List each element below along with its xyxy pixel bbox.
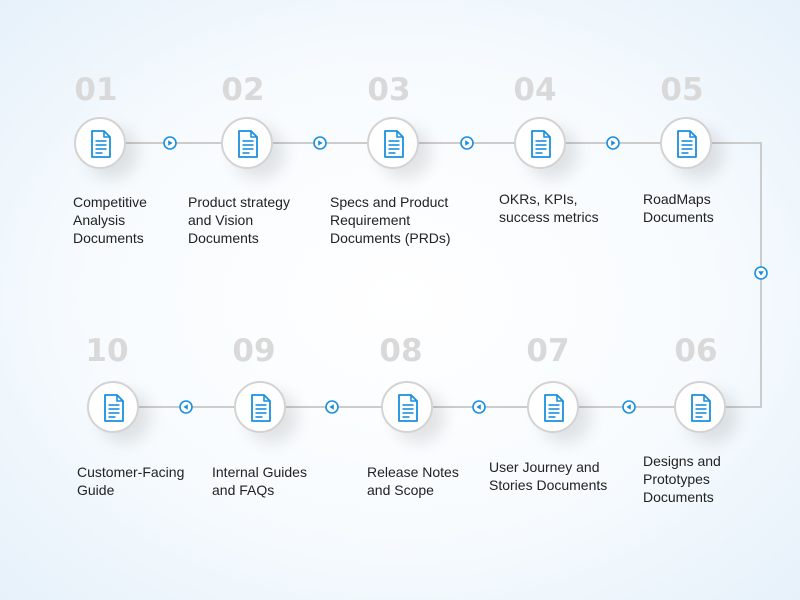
step-node [74,117,126,169]
step-node [221,117,273,169]
step-number: 06 [674,333,718,369]
step-label: OKRs, KPIs, success metrics [499,190,599,226]
step-number: 04 [513,72,557,108]
arrow-down-icon [754,266,768,280]
step-label-line: and Scope [367,482,434,498]
step-number: 08 [379,333,423,369]
step-label: Internal Guides and FAQs [212,463,307,499]
step-label-line: Documents [73,230,144,246]
step-node [527,381,579,433]
step-label-line: Designs and [643,453,721,469]
step-node [514,117,566,169]
step-label-line: and FAQs [212,482,275,498]
step-node [381,381,433,433]
step-label-line: Specs and Product [330,194,449,210]
arrow-left-icon [472,400,486,414]
step-label-line: Internal Guides [212,464,307,480]
step-label-line: success metrics [499,209,599,225]
step-label-line: Requirement [330,212,411,228]
step-number: 03 [367,72,411,108]
step-label-line: Prototypes [643,471,710,487]
step-label-line: RoadMaps [643,191,711,207]
step-label-line: OKRs, KPIs, [499,191,578,207]
step-node [87,381,139,433]
step-number: 01 [74,72,118,108]
step-number: 02 [221,72,265,108]
step-label: Release Notes and Scope [367,463,459,499]
step-number: 05 [660,72,704,108]
step-label-line: and Vision [188,212,254,228]
step-number: 10 [85,333,129,369]
step-number: 07 [526,333,570,369]
step-node [367,117,419,169]
step-label-line: Stories Documents [489,477,608,493]
step-label-line: User Journey and [489,459,600,475]
step-label-line: Documents (PRDs) [330,230,451,246]
step-label-line: Competitive [73,194,147,210]
step-label-line: Documents [188,230,259,246]
step-node [660,117,712,169]
step-label-line: Documents [643,489,714,505]
arrow-left-icon [622,400,636,414]
arrow-right-icon [313,136,327,150]
step-label-line: Release Notes [367,464,459,480]
step-node [674,381,726,433]
step-node [234,381,286,433]
arrow-right-icon [163,136,177,150]
arrow-right-icon [606,136,620,150]
arrow-left-icon [179,400,193,414]
arrow-left-icon [325,400,339,414]
step-label-line: Documents [643,209,714,225]
step-number: 09 [232,333,276,369]
step-label-line: Guide [77,482,115,498]
step-label-line: Analysis [73,212,126,228]
step-label-line: Product strategy [188,194,290,210]
arrow-right-icon [460,136,474,150]
step-label-line: Customer-Facing [77,464,185,480]
